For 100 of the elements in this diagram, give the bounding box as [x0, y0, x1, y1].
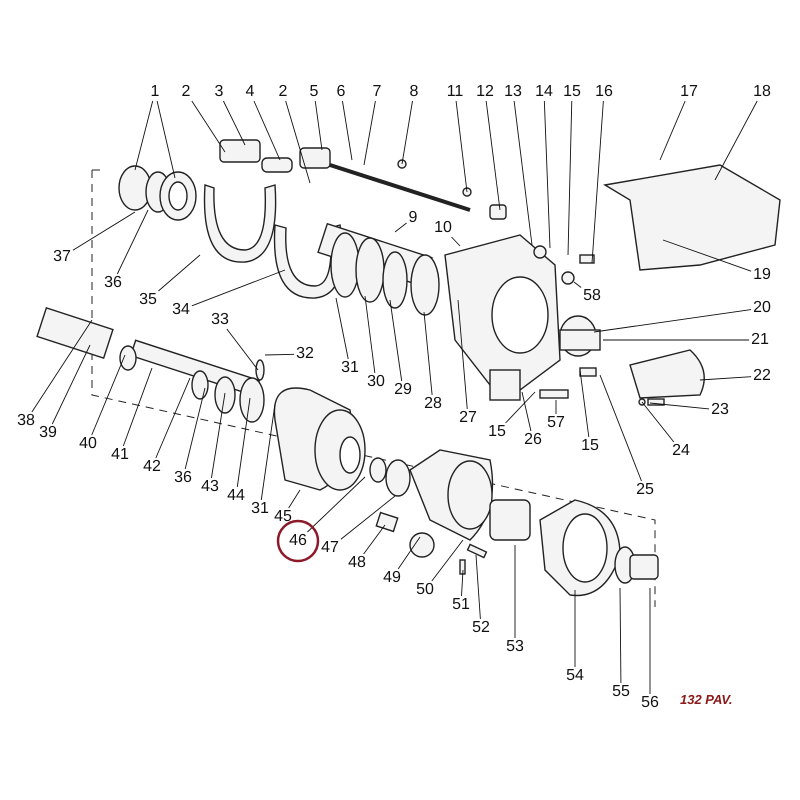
callout-number: 42: [142, 459, 162, 475]
callout-number: 29: [393, 382, 413, 398]
callout-number: 6: [336, 84, 346, 100]
leader-line: [336, 298, 349, 360]
leader-line: [486, 100, 500, 210]
leader-line: [662, 240, 752, 272]
leader-line: [642, 402, 674, 442]
callout-number: 38: [16, 413, 36, 429]
callout-number: 10: [433, 220, 453, 236]
leader-line: [522, 392, 532, 432]
callout-number: 47: [320, 540, 340, 556]
callout-number: 58: [582, 288, 602, 304]
callout-number: 52: [471, 620, 491, 636]
leader-line: [236, 398, 250, 488]
leader-line: [620, 588, 622, 684]
leader-line: [134, 100, 154, 170]
callout-number: 17: [679, 84, 699, 100]
leader-line: [226, 328, 258, 370]
callout-number: 57: [546, 415, 566, 431]
figure-number: 132 PAV.: [680, 692, 733, 707]
callout-number: 25: [635, 482, 655, 498]
callout-number: 49: [382, 570, 402, 586]
leader-line: [91, 354, 126, 436]
leader-line: [431, 540, 464, 582]
callout-number: 40: [78, 436, 98, 452]
callout-number: 33: [210, 312, 230, 328]
leader-line: [340, 496, 396, 540]
leader-line: [254, 100, 280, 160]
callout-number: 44: [226, 488, 246, 504]
leader-line: [342, 100, 352, 160]
callout-number: 39: [38, 425, 58, 441]
leader-line: [574, 590, 576, 668]
callout-number: 28: [423, 396, 443, 412]
leader-line: [363, 524, 386, 554]
leader-line: [364, 100, 376, 166]
leader-line: [592, 100, 604, 264]
leader-line: [424, 312, 433, 396]
callout-number: 50: [415, 582, 435, 598]
leader-line: [116, 210, 148, 274]
callout-number: 31: [340, 360, 360, 376]
callout-number: 30: [366, 374, 386, 390]
leader-line: [476, 554, 481, 620]
leader-line: [650, 402, 710, 410]
callout-number: 12: [475, 84, 495, 100]
leader-line: [184, 388, 206, 470]
leader-line: [451, 236, 460, 246]
leader-line: [660, 100, 686, 160]
leader-line: [306, 476, 366, 532]
leader-line: [158, 254, 200, 292]
callout-number: 43: [200, 479, 220, 495]
leader-line: [191, 270, 286, 306]
leader-line: [191, 100, 226, 152]
callout-number: 15: [580, 438, 600, 454]
callout-number: 5: [308, 84, 320, 100]
leader-line: [156, 100, 176, 178]
callout-number: 2: [180, 84, 192, 100]
leader-line: [72, 212, 136, 251]
leader-line: [594, 309, 752, 332]
callout-number: 11: [446, 84, 464, 100]
callout-number: 21: [750, 332, 770, 348]
callout-number: 4: [244, 84, 256, 100]
leader-line: [210, 392, 226, 478]
callout-number: 56: [640, 695, 660, 711]
leader-line: [122, 368, 152, 446]
callout-number: 13: [503, 84, 523, 100]
callout-number: 45: [273, 509, 293, 525]
callout-number: 15: [487, 424, 507, 440]
callout-number: 16: [594, 84, 614, 100]
callout-number: 2: [278, 84, 288, 100]
callout-number: 35: [138, 292, 158, 308]
callout-number: 26: [523, 432, 543, 448]
callout-number: 27: [458, 410, 478, 426]
callout-number: 37: [52, 249, 72, 265]
callout-number: 55: [611, 684, 631, 700]
leader-line: [544, 100, 550, 248]
callout-number: 15: [562, 84, 582, 100]
callout-number: 20: [752, 300, 772, 316]
callout-number: 24: [671, 443, 691, 459]
leader-line: [714, 100, 758, 180]
leader-line: [314, 100, 322, 150]
leader-line: [600, 374, 642, 482]
callout-number: 46: [288, 533, 308, 549]
callout-number: 1: [150, 84, 160, 100]
callout-number: 19: [752, 267, 772, 283]
callout-number: 54: [565, 668, 585, 684]
leader-line: [394, 222, 407, 232]
callout-number: 41: [110, 447, 130, 463]
callout-number: 9: [408, 210, 418, 226]
leader-line: [155, 378, 190, 458]
leader-line: [364, 296, 376, 374]
callout-number: 23: [710, 402, 730, 418]
callout-number: 14: [534, 84, 554, 100]
leader-line: [458, 300, 468, 410]
callout-number: 32: [295, 346, 315, 362]
leader-line: [574, 282, 582, 288]
leader-line: [288, 490, 300, 508]
callout-number: 36: [103, 275, 123, 291]
callout-number: 18: [752, 84, 772, 100]
leader-line: [260, 404, 276, 500]
callout-number: 7: [372, 84, 382, 100]
